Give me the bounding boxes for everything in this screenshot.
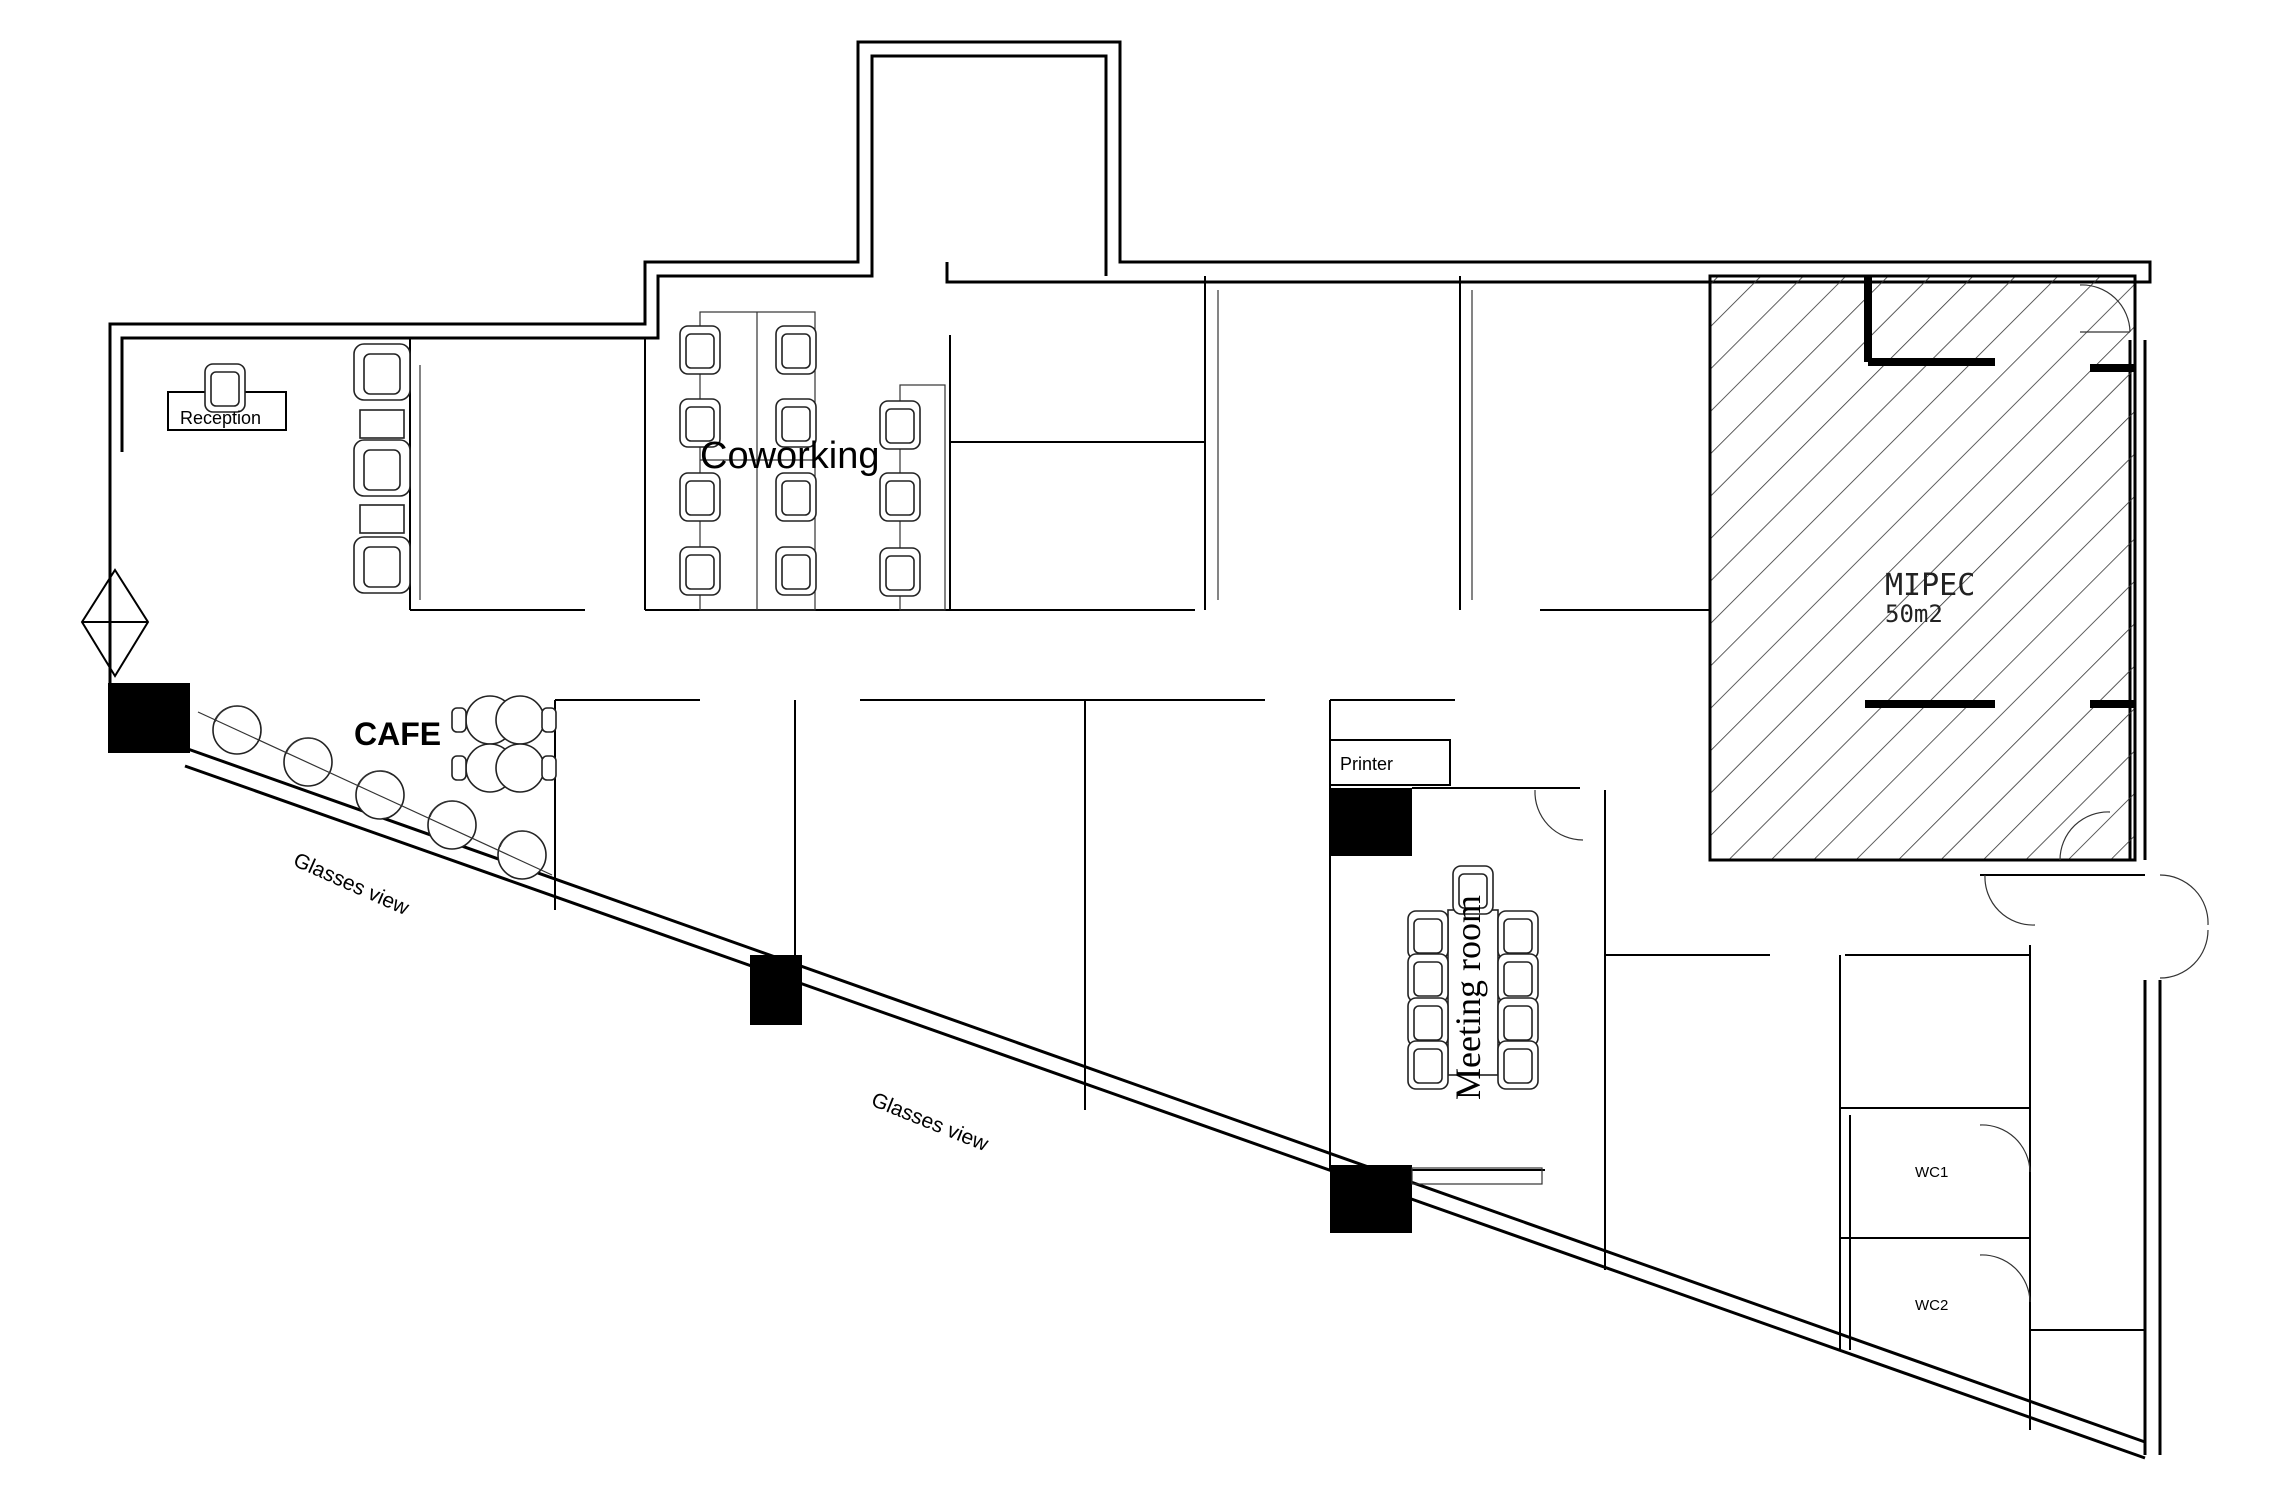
entrance-marker	[80, 568, 150, 678]
cafe-furniture	[197, 695, 557, 880]
wc2-label: WC2	[1915, 1297, 1948, 1314]
reception-label: Reception	[180, 408, 261, 428]
mipec-area-label: 50m2	[1885, 600, 1943, 628]
glasses-view-label-2: Glasses view	[868, 1088, 992, 1156]
meeting-room-label: Meeting room	[1448, 895, 1488, 1100]
reception-sofa	[353, 343, 411, 594]
printer-label: Printer	[1340, 754, 1393, 774]
printer-counter	[1329, 739, 1451, 786]
reception-desk	[167, 363, 287, 431]
mipec-zone	[1708, 274, 2137, 862]
doors	[1534, 284, 2209, 1303]
meeting-table	[1407, 865, 1543, 1185]
cafe-label: CAFE	[354, 716, 441, 752]
mipec-name-label: MIPEC	[1885, 568, 1975, 603]
structural-columns	[108, 683, 1412, 1233]
wc1-label: WC1	[1915, 1164, 1948, 1181]
coworking-label: Coworking	[700, 435, 880, 477]
glasses-view-label-1: Glasses view	[290, 849, 413, 921]
partitions-top	[409, 276, 1711, 860]
coworking-desks	[679, 311, 946, 611]
